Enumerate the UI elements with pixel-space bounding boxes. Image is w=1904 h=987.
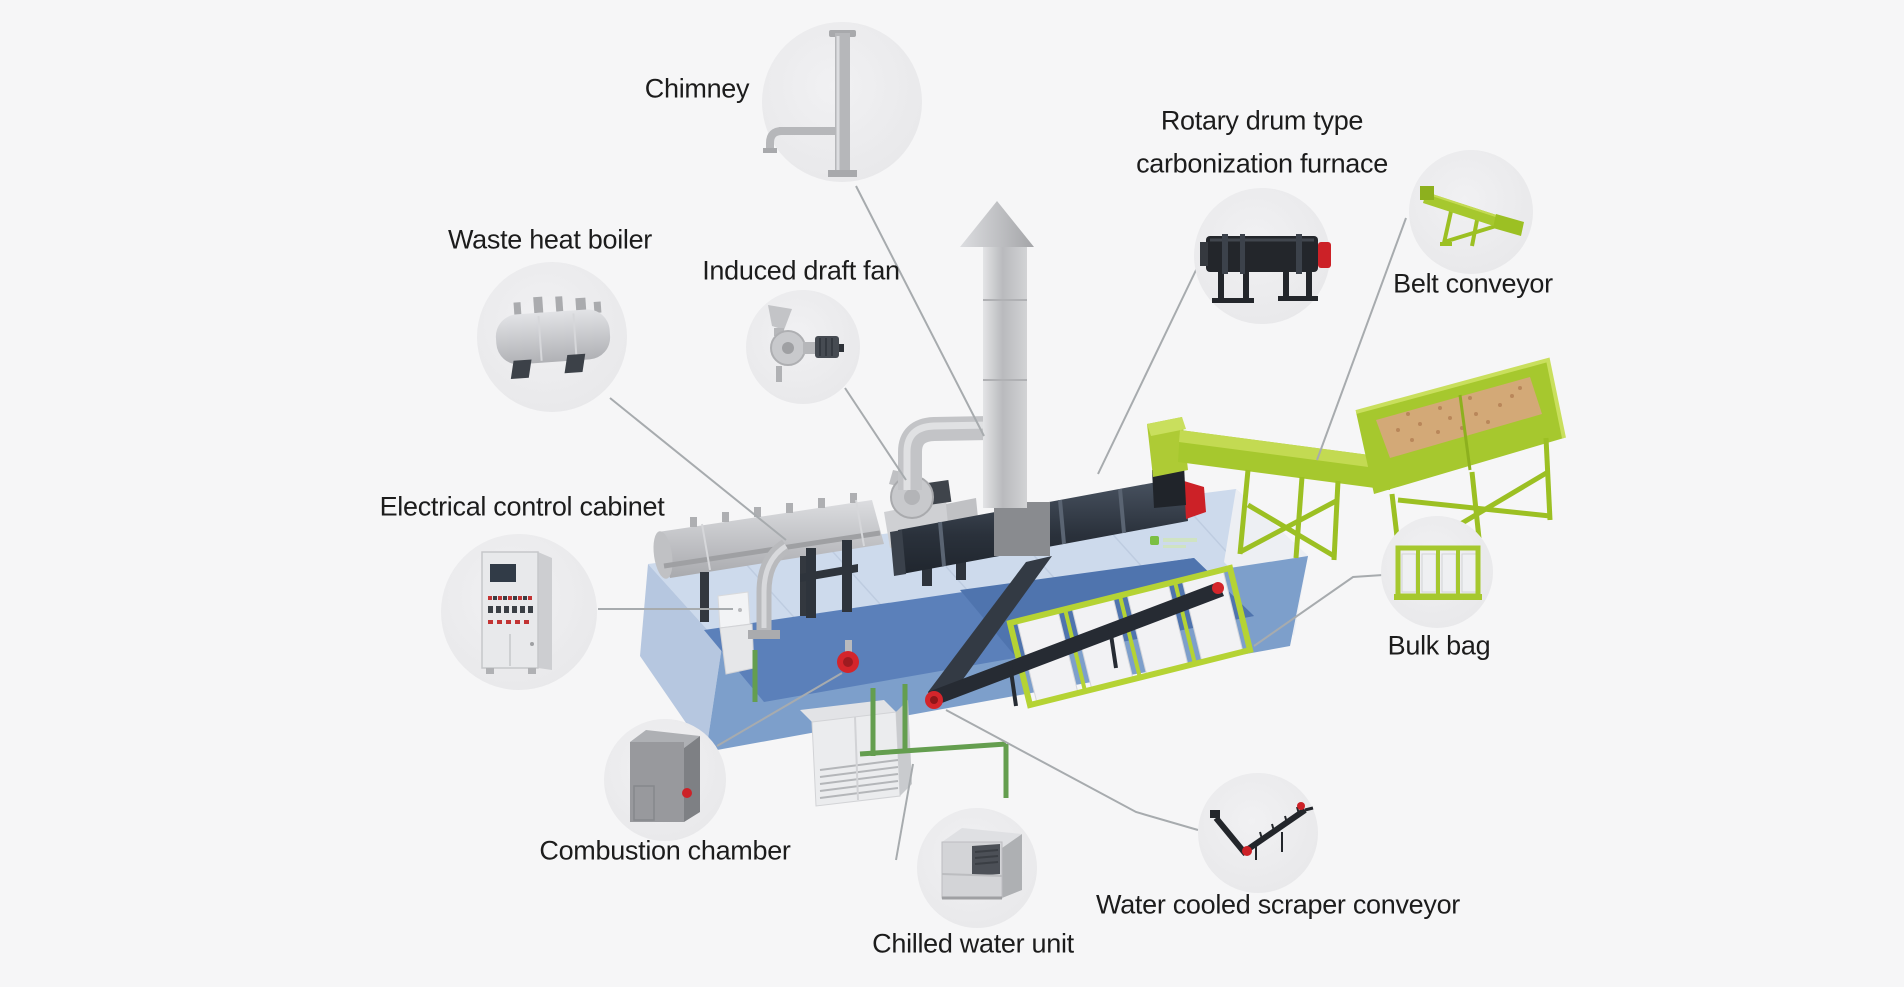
container-door-panel [717, 591, 755, 675]
chimney-stack [960, 201, 1050, 556]
callout-line-chimney [855, 185, 985, 437]
left-elbow-pipe [748, 539, 791, 639]
container-logo [1150, 536, 1197, 548]
label-belt-conveyor: Belt conveyor [1393, 268, 1553, 299]
callout-lines [598, 185, 1407, 861]
waste-heat-boiler-thumbnail-icon [495, 296, 611, 379]
feed-conveyor [1147, 417, 1392, 561]
belt-conveyor-thumbnail-icon [1420, 186, 1524, 247]
callout-circle-scraper-conveyor [1198, 773, 1318, 893]
scraper-conveyor-thumbnail-icon [1210, 802, 1314, 860]
label-waste-heat-boiler: Waste heat boiler [447, 224, 653, 255]
label-water-cooled-scraper-conveyor: Water cooled scraper conveyor [1096, 889, 1460, 920]
wood-chips [1396, 386, 1522, 442]
boiler-top-flanges [690, 493, 857, 527]
label-chimney: Chimney [644, 73, 750, 104]
chimney-thumbnail-icon [763, 30, 857, 177]
callout-line-chilled-water [895, 763, 914, 861]
label-combustion-chamber: Combustion chamber [539, 835, 791, 866]
callout-line-induced-draft-fan [844, 387, 907, 481]
chilled-water-thumbnail-icon [941, 828, 1022, 900]
bulk-bag-thumbnail-icon [1394, 545, 1482, 600]
feed-conveyor-legs [1237, 469, 1341, 561]
callout-line-belt-conveyor [1316, 217, 1407, 461]
callout-line-bulk-bag [1253, 574, 1384, 647]
cabinet-indicator-lights [488, 596, 533, 624]
waste-heat-boiler-unit [653, 493, 884, 622]
label-rotary-drum-line1: Rotary drum type [1160, 105, 1364, 136]
label-induced-draft-fan: Induced draft fan [702, 255, 900, 286]
machine-render [640, 201, 1566, 807]
callout-line-waste-heat-boiler [609, 397, 787, 541]
label-chilled-water-unit: Chilled water unit [872, 928, 1074, 959]
label-bulk-bag: Bulk bag [1387, 630, 1491, 661]
green-piping [752, 650, 1009, 798]
callout-line-scraper-conveyor [945, 709, 1199, 831]
scraper-conveyor-unit [925, 582, 1224, 709]
callout-line-rotary-drum [1097, 267, 1198, 475]
label-electrical-control-cabinet: Electrical control cabinet [379, 491, 665, 522]
callout-line-combustion-chamber [716, 672, 843, 747]
chiller-grille [819, 759, 899, 799]
red-burner [837, 640, 859, 673]
overhead-elbow-pipe [898, 416, 991, 490]
electrical-cabinet-thumbnail-icon [481, 551, 552, 674]
rotary-drum-thumbnail-icon [1200, 234, 1331, 303]
label-rotary-drum-line2: carbonization furnace [1136, 148, 1388, 179]
discharge-chute [928, 556, 1052, 700]
combustion-chamber-thumbnail-icon [630, 730, 700, 822]
feed-hopper [1355, 357, 1566, 563]
induced-draft-fan-thumbnail-icon [768, 305, 844, 382]
